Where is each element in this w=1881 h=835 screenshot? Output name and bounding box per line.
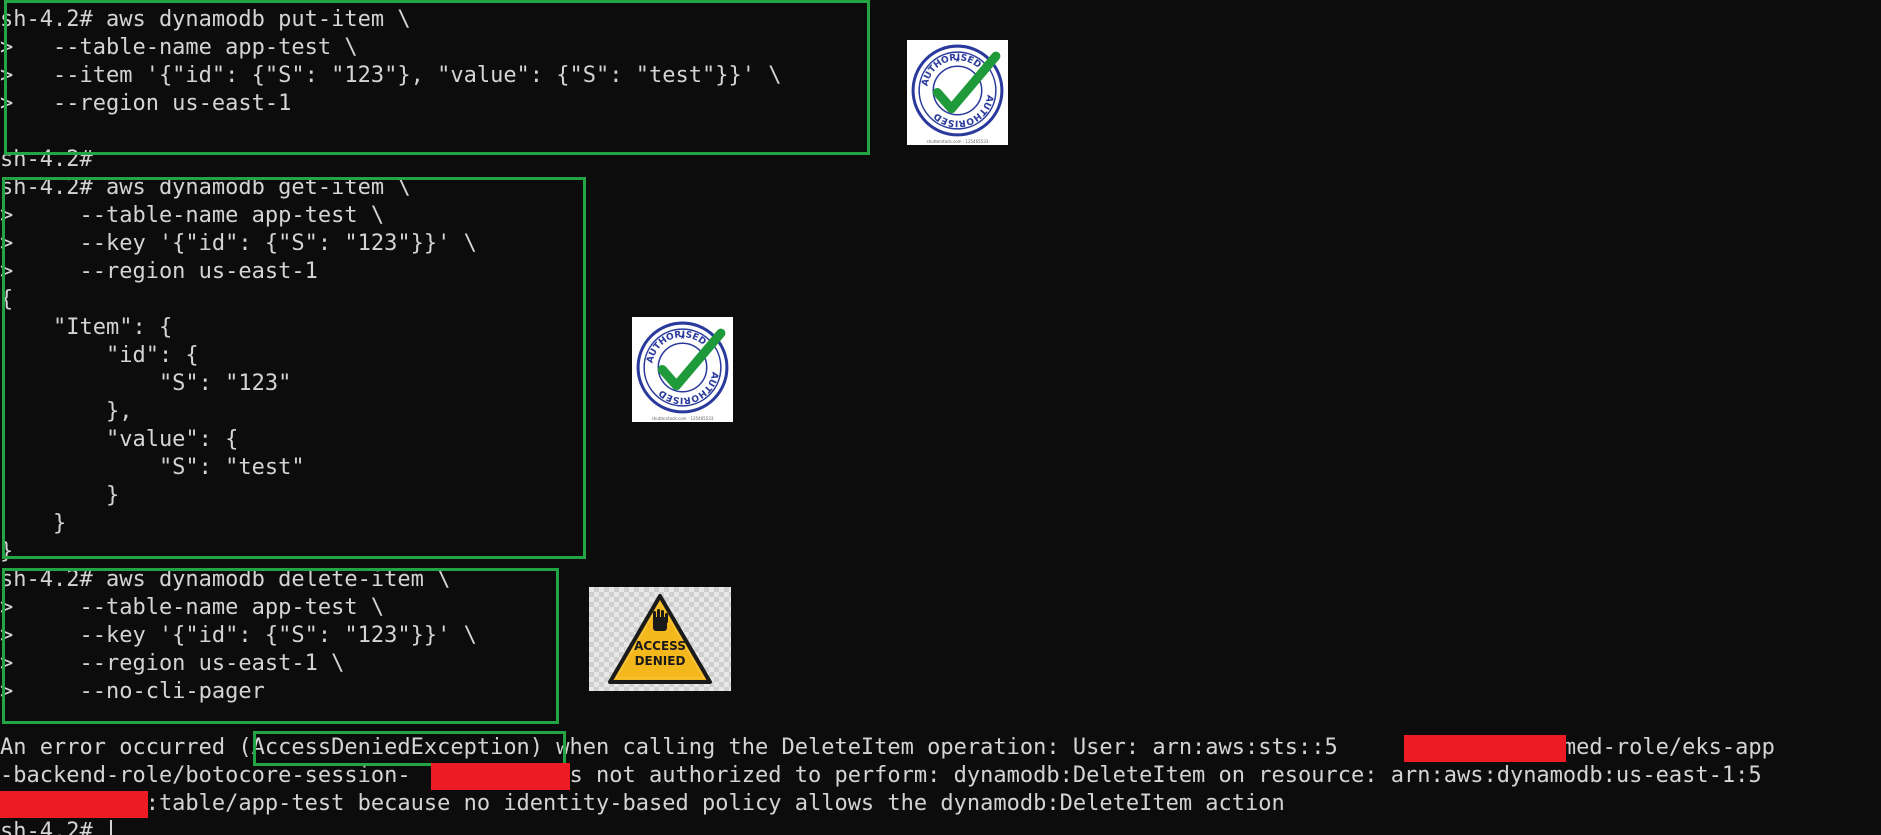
authorised-stamp-icon: AUTHORISED AUTHORISED ★ shutterstock.com… xyxy=(911,44,1004,144)
redacted-session-id xyxy=(431,763,570,790)
authorised-stamp-icon: AUTHORISED AUTHORISED ★ shutterstock.com… xyxy=(636,321,729,421)
terminal-line: "value": { xyxy=(0,427,239,452)
access-denied-warning-image: ACCESS DENIED xyxy=(589,587,731,691)
warning-triangle-icon: ACCESS DENIED xyxy=(608,594,712,684)
access-denied-label-1: ACCESS xyxy=(634,639,686,653)
terminal-line: "S": "test" xyxy=(0,455,305,480)
terminal-line: "id": { xyxy=(0,343,199,368)
svg-text:shutterstock.com · 125465533: shutterstock.com · 125465533 xyxy=(927,139,989,144)
delete-item-highlight-box xyxy=(2,568,559,724)
text-cursor xyxy=(110,820,112,835)
terminal-line: > --key '{"id": {"S": "123"}}' \ xyxy=(0,623,477,648)
terminal-line: > --no-cli-pager xyxy=(0,679,265,704)
terminal-line: > --table-name app-test \ xyxy=(0,203,385,228)
svg-text:★: ★ xyxy=(954,55,960,64)
terminal-line: > --region us-east-1 xyxy=(0,259,318,284)
terminal-line: } xyxy=(0,511,67,536)
svg-text:shutterstock.com · 125465533: shutterstock.com · 125465533 xyxy=(652,416,714,421)
terminal-line: sh-4.2# xyxy=(0,147,93,172)
terminal-line: } xyxy=(0,483,120,508)
put-item-highlight-box xyxy=(4,0,870,155)
authorised-stamp-image: AUTHORISED AUTHORISED ★ shutterstock.com… xyxy=(632,317,733,422)
error-line: 4:table/app-test because no identity-bas… xyxy=(0,791,1285,816)
svg-text:★: ★ xyxy=(679,332,685,341)
terminal-line: "S": "123" xyxy=(0,371,292,396)
redacted-account-id xyxy=(1404,735,1566,762)
hand-stop-icon xyxy=(653,609,668,631)
terminal-line: > --item '{"id": {"S": "123"}, "value": … xyxy=(0,63,782,88)
redacted-account-id xyxy=(0,791,148,818)
authorised-stamp-image: AUTHORISED AUTHORISED ★ shutterstock.com… xyxy=(907,40,1008,145)
terminal-line: }, xyxy=(0,399,133,424)
error-line: -backend-role/botocore-session- is not a… xyxy=(0,763,1762,788)
terminal-line: > --region us-east-1 xyxy=(0,91,292,116)
exception-highlight-box xyxy=(253,731,566,766)
terminal-line: sh-4.2# aws dynamodb put-item \ xyxy=(0,7,411,32)
terminal-line: > --key '{"id": {"S": "123"}}' \ xyxy=(0,231,477,256)
prompt-line: sh-4.2# xyxy=(0,819,106,835)
terminal-line: > --region us-east-1 \ xyxy=(0,651,345,676)
get-item-highlight-box xyxy=(2,177,586,559)
terminal-line: sh-4.2# aws dynamodb delete-item \ xyxy=(0,567,451,592)
access-denied-label-2: DENIED xyxy=(635,654,686,668)
terminal-line: "Item": { xyxy=(0,315,173,340)
